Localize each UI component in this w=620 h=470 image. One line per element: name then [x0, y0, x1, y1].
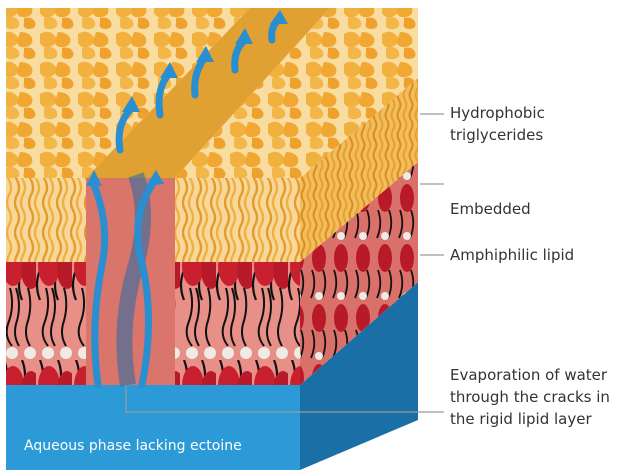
- label-hydrophobic-triglycerides: Hydrophobic triglycerides: [450, 102, 545, 146]
- label-evaporation: Evaporation of water through the cracks …: [450, 364, 610, 430]
- label-amphiphilic-lipid: Amphiphilic lipid: [450, 244, 574, 266]
- label-aqueous-phase: Aqueous phase lacking ectoine: [24, 436, 242, 456]
- label-embedded: Embedded: [450, 198, 531, 220]
